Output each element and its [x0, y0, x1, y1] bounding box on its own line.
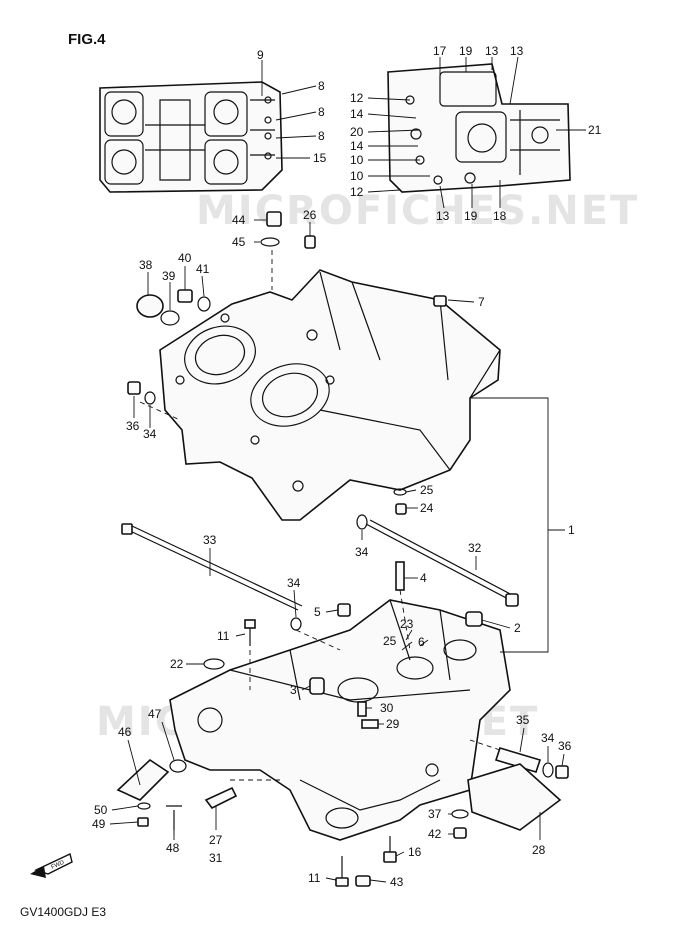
callout-25b: 25	[383, 634, 397, 648]
callout-8b: 8	[318, 105, 325, 119]
small-parts	[116, 211, 569, 887]
footer-code: GV1400GDJ E3	[20, 905, 106, 919]
callout-45: 45	[232, 235, 246, 249]
callout-34b: 34	[355, 545, 369, 559]
callout-21: 21	[588, 123, 602, 137]
callout-29: 29	[386, 717, 400, 731]
callout-38: 38	[139, 258, 153, 272]
leader-lines	[109, 56, 586, 883]
upper-crankcase	[159, 269, 501, 521]
callout-14b: 14	[350, 139, 364, 153]
watermark-top: MICROFICHES.NET	[196, 188, 639, 234]
callout-16: 16	[408, 845, 422, 859]
callout-28: 28	[532, 843, 546, 857]
callout-10a: 10	[350, 153, 364, 167]
callout-34c: 34	[287, 576, 301, 590]
callout-13a: 13	[485, 44, 499, 58]
callout-47: 47	[148, 707, 162, 721]
callout-labels: 9 8 8 8 15 17 19 13 13 12 14 20 21 14 10…	[92, 44, 602, 889]
callout-36b: 36	[558, 739, 572, 753]
callout-9: 9	[257, 48, 264, 62]
callout-36a: 36	[126, 419, 140, 433]
callout-50: 50	[94, 803, 108, 817]
bracket-item-1	[470, 397, 549, 653]
callout-11b: 11	[308, 871, 321, 885]
callout-33: 33	[203, 533, 217, 547]
callout-2: 2	[514, 621, 521, 635]
callout-49: 49	[92, 817, 106, 831]
callout-32: 32	[468, 541, 482, 555]
callout-8a: 8	[318, 79, 325, 93]
callout-23: 23	[400, 617, 414, 631]
callout-17: 17	[433, 44, 447, 58]
lower-crankcase	[169, 599, 511, 841]
crankcase-top-view	[387, 63, 571, 193]
callout-35: 35	[516, 713, 530, 727]
callout-12a: 12	[350, 91, 364, 105]
callout-1: 1	[568, 523, 575, 537]
callout-3: 3	[290, 683, 297, 697]
callout-42: 42	[428, 827, 442, 841]
callout-26: 26	[303, 208, 317, 222]
callout-19a: 19	[459, 44, 473, 58]
callout-44: 44	[232, 213, 246, 227]
callout-8c: 8	[318, 129, 325, 143]
callout-11a: 11	[217, 629, 230, 643]
callout-15: 15	[313, 151, 327, 165]
callout-34d: 34	[541, 731, 555, 745]
callout-20: 20	[350, 125, 364, 139]
callout-39: 39	[162, 269, 176, 283]
fwd-arrow-icon: FWD	[30, 853, 73, 878]
callout-10b: 10	[350, 169, 364, 183]
callout-13b: 13	[510, 44, 524, 58]
callout-24: 24	[420, 501, 434, 515]
callout-22: 22	[170, 657, 184, 671]
callout-41: 41	[196, 262, 210, 276]
callout-25a: 25	[420, 483, 434, 497]
callout-12b: 12	[350, 185, 364, 199]
callout-37: 37	[428, 807, 442, 821]
callout-40: 40	[178, 251, 192, 265]
callout-6: 6	[418, 635, 425, 649]
callout-18: 18	[493, 209, 507, 223]
callout-43: 43	[390, 875, 404, 889]
callout-19b: 19	[464, 209, 478, 223]
callout-48: 48	[166, 841, 180, 855]
callout-7: 7	[478, 295, 485, 309]
fwd-label: FWD	[50, 860, 66, 871]
callout-27: 27	[209, 833, 223, 847]
callout-13c: 13	[436, 209, 450, 223]
callout-5: 5	[314, 605, 321, 619]
callout-14a: 14	[350, 107, 364, 121]
callout-31: 31	[209, 851, 223, 865]
callout-30: 30	[380, 701, 394, 715]
callout-46: 46	[118, 725, 132, 739]
callout-34a: 34	[143, 427, 157, 441]
crankcase-bottom-view	[99, 81, 283, 193]
figure-label: FIG.4	[68, 31, 106, 48]
callout-4: 4	[420, 571, 427, 585]
